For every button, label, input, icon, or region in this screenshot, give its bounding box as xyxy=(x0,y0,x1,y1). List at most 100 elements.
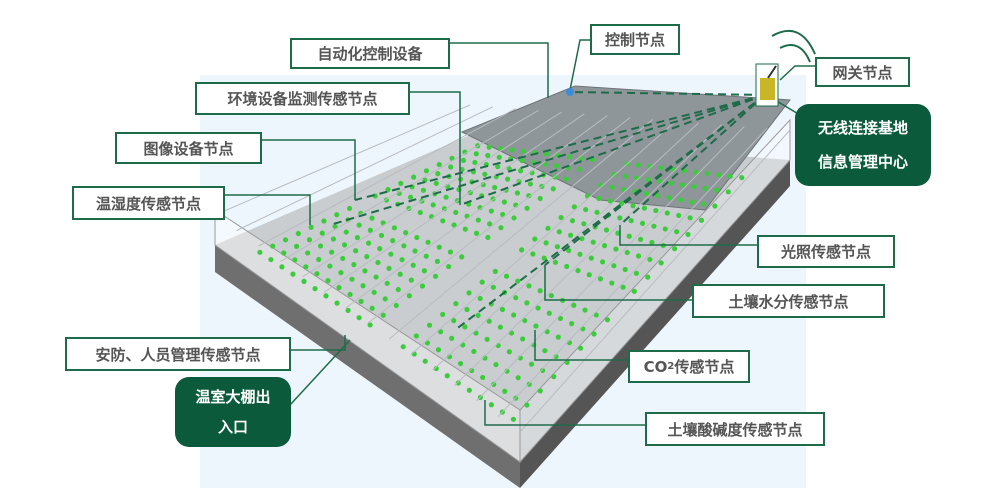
plant xyxy=(471,348,477,355)
plant xyxy=(449,335,455,341)
plant xyxy=(282,237,289,243)
plant xyxy=(456,186,462,193)
plant xyxy=(334,300,340,306)
plant xyxy=(504,368,510,374)
plant xyxy=(672,246,678,252)
plant xyxy=(666,195,672,201)
plant xyxy=(563,176,569,182)
plant xyxy=(622,266,628,273)
plant xyxy=(575,267,581,274)
plant xyxy=(451,222,457,228)
plant xyxy=(423,253,429,259)
leader-lines xyxy=(225,39,815,426)
plant xyxy=(543,151,550,157)
plant xyxy=(495,164,501,170)
plant xyxy=(518,168,524,174)
plant xyxy=(449,155,455,161)
plant xyxy=(537,388,543,394)
plant xyxy=(477,295,483,302)
plant xyxy=(411,174,417,180)
plant xyxy=(325,278,331,284)
plant xyxy=(685,231,691,238)
roof-truss xyxy=(323,113,585,293)
plant xyxy=(604,317,611,323)
plant xyxy=(479,279,485,285)
plant xyxy=(496,154,502,160)
plant xyxy=(306,237,313,243)
plant xyxy=(488,208,494,214)
plant xyxy=(558,214,564,221)
plant xyxy=(448,164,454,170)
plant xyxy=(360,283,366,289)
label-soil-moisture: 土壤水分传感节点 xyxy=(692,284,885,318)
plant xyxy=(377,246,383,252)
plant xyxy=(739,175,745,181)
plant xyxy=(506,349,512,355)
plant xyxy=(367,322,373,328)
plant xyxy=(434,258,441,264)
plant xyxy=(568,232,574,238)
plant xyxy=(486,318,492,324)
plant xyxy=(473,151,479,157)
plant xyxy=(580,326,586,332)
plant xyxy=(491,381,497,387)
plant xyxy=(548,292,554,299)
plant xyxy=(716,172,722,178)
plant xyxy=(551,374,557,380)
plant xyxy=(545,225,551,231)
plant xyxy=(422,358,428,364)
plant xyxy=(599,259,606,265)
plant xyxy=(526,193,532,199)
plant xyxy=(639,220,646,227)
plant xyxy=(395,286,401,293)
plant xyxy=(516,178,522,185)
plant xyxy=(484,336,490,342)
plant xyxy=(498,225,504,231)
label-gateway-node: 网关节点 xyxy=(815,57,910,87)
plant xyxy=(651,223,657,229)
plant xyxy=(446,263,452,270)
plant xyxy=(590,239,596,245)
co2-suffix: 传感节点 xyxy=(674,358,735,376)
plant xyxy=(633,270,640,276)
plant xyxy=(591,331,597,337)
plant xyxy=(407,194,414,200)
plant xyxy=(664,210,670,216)
plant xyxy=(687,215,693,221)
plant xyxy=(384,280,390,286)
plant xyxy=(403,230,409,236)
plant xyxy=(485,152,491,159)
plant-beds xyxy=(257,143,745,422)
greenhouse-floor xyxy=(215,135,790,462)
plant xyxy=(594,209,600,215)
plant xyxy=(390,238,396,244)
plant xyxy=(495,342,501,349)
plant xyxy=(393,302,399,309)
plant xyxy=(386,265,392,271)
plant xyxy=(620,186,627,193)
plant xyxy=(601,243,608,249)
plant xyxy=(552,259,559,265)
plant xyxy=(440,311,446,318)
plant xyxy=(689,199,695,205)
callout-line: 入口 xyxy=(217,418,248,436)
plant xyxy=(700,201,707,207)
callout-line: 温室大棚出 xyxy=(195,388,271,406)
roof-truss xyxy=(258,108,516,247)
plant xyxy=(270,243,276,249)
plant xyxy=(582,307,588,313)
roof-truss xyxy=(214,104,471,216)
plant xyxy=(725,189,731,195)
plant xyxy=(398,180,404,186)
plant xyxy=(369,305,375,311)
plant xyxy=(447,249,454,255)
plant xyxy=(345,307,351,314)
plant xyxy=(480,374,486,381)
plant xyxy=(527,181,534,187)
plant xyxy=(611,263,617,269)
plant xyxy=(596,195,602,202)
plant xyxy=(497,324,503,330)
plant xyxy=(406,293,412,299)
plant xyxy=(493,361,499,368)
plant xyxy=(524,402,530,408)
